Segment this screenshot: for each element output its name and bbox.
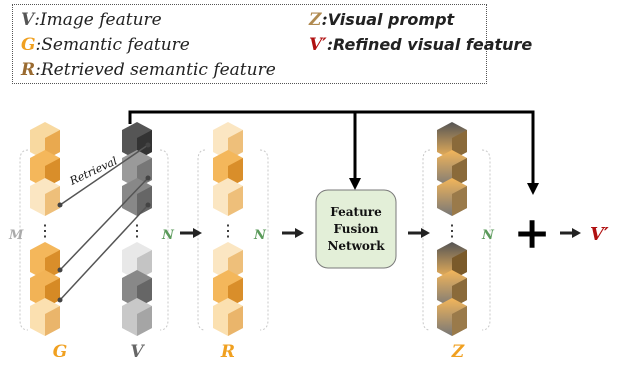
network-box — [315, 189, 397, 269]
z-cube-6 — [437, 298, 467, 336]
v-cube-3 — [122, 178, 152, 216]
r-cube-3 — [213, 178, 243, 216]
plus-icon: + — [514, 208, 551, 259]
arrow-v-to-r — [180, 228, 202, 238]
g-cube-1 — [30, 122, 60, 160]
retrieval-line-2 — [59, 177, 149, 271]
endpoint-dot — [145, 142, 151, 148]
label-n-z: N — [481, 228, 495, 243]
skip-connection — [128, 110, 535, 186]
r-cube-6 — [213, 298, 243, 336]
arrow-into-plus — [527, 183, 539, 195]
title-z: Z — [451, 342, 465, 362]
r-cube-4 — [213, 242, 243, 280]
legend-sep-g: : — [35, 35, 42, 55]
bracket-z-left — [422, 149, 431, 331]
title-r: R — [220, 342, 235, 362]
z-column — [437, 122, 467, 336]
ellipsis-z: ⋮ — [444, 221, 460, 240]
legend-sep-vprime: : — [326, 35, 333, 55]
legend-key-v: V — [21, 10, 35, 30]
legend-sep-r: : — [35, 60, 41, 80]
column-titles: G V R Z — [53, 342, 465, 362]
ellipsis-v: ⋮ — [129, 221, 145, 240]
v-column — [122, 122, 152, 336]
network-label-line1: Feature — [330, 205, 382, 219]
legend-sep-z: : — [321, 10, 328, 30]
network-label-line3: Network — [327, 239, 385, 253]
legend-item-g: G:Semantic feature — [21, 35, 190, 55]
bracket-z-right — [481, 149, 491, 331]
bracket-g-left — [19, 149, 29, 331]
legend-text-z: Visual prompt — [327, 10, 455, 29]
legend-text-vprime: Refined visual feature — [332, 35, 533, 54]
arrow-r-to-net — [282, 228, 304, 238]
endpoint-dot — [145, 202, 151, 208]
v-cube-6 — [122, 298, 152, 336]
title-v: V — [130, 342, 145, 362]
arrow-plus-to-out — [560, 228, 581, 238]
arrow-net-to-z — [408, 228, 430, 238]
bracket-r-left — [197, 149, 206, 331]
legend-item-vprime: V′:Refined visual feature — [309, 35, 532, 55]
ellipsis-g: ⋮ — [37, 221, 53, 240]
legend-text-v: Image feature — [39, 10, 162, 30]
bracket-r-right — [259, 149, 269, 331]
retrieval-lines — [59, 144, 149, 301]
skip-line — [128, 110, 535, 186]
bracket-v-right — [159, 149, 169, 331]
endpoint-dot — [57, 267, 63, 273]
legend-key-vprime: V′ — [309, 35, 327, 55]
retrieval-line-1 — [59, 144, 149, 206]
label-n-r: N — [253, 228, 267, 243]
legend-sep-v: : — [34, 10, 40, 30]
dimension-labels: M N N N — [8, 228, 495, 243]
ellipsis-r: ⋮ — [220, 221, 236, 240]
z-cube-3 — [437, 178, 467, 216]
g-cube-6 — [30, 298, 60, 336]
endpoint-dot — [57, 297, 63, 303]
legend-key-g: G — [21, 35, 36, 55]
network-label-line2: Fusion — [333, 222, 378, 236]
title-g: G — [53, 342, 68, 362]
retrieval-endpoints — [57, 142, 151, 303]
feature-fusion-network: Feature Fusion Network — [315, 189, 397, 269]
g-column — [30, 122, 60, 336]
retrieval-line-3 — [59, 204, 149, 301]
legend-item-v: V:Image feature — [21, 10, 162, 30]
legend-key-z: Z — [309, 10, 322, 30]
legend-text-r: Retrieved semantic feature — [40, 60, 276, 80]
legend-text-g: Semantic feature — [41, 35, 190, 55]
label-n-v: N — [161, 228, 175, 243]
g-cube-3 — [30, 178, 60, 216]
r-cube-1 — [213, 122, 243, 160]
legend-item-z: Z:Visual prompt — [309, 10, 454, 30]
legend-box: V:Image feature G:Semantic feature R:Ret… — [12, 4, 532, 84]
r-column — [213, 122, 243, 336]
label-m: M — [8, 228, 24, 243]
flow-arrows — [180, 228, 581, 238]
endpoint-dot — [57, 202, 63, 208]
endpoint-dot — [145, 175, 151, 181]
arrow-into-network — [349, 178, 361, 190]
output-label: V′ — [590, 224, 609, 245]
legend-key-r: R — [21, 60, 36, 80]
legend-item-r: R:Retrieved semantic feature — [21, 60, 276, 80]
group-brackets — [19, 149, 491, 331]
ellipsis-markers: ⋮ ⋮ ⋮ ⋮ — [37, 221, 460, 240]
